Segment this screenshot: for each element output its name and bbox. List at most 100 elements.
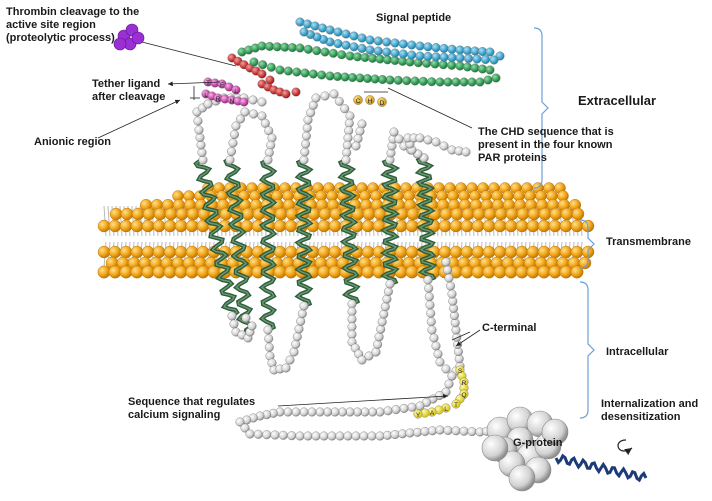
residue: [398, 429, 408, 439]
residue: [418, 76, 428, 86]
lipid-head: [449, 245, 463, 259]
residue: [285, 355, 295, 365]
residue: [310, 21, 320, 31]
residue: [423, 42, 433, 52]
residue: [413, 409, 423, 419]
signal-peptide-green-chain: [237, 41, 501, 87]
lipid-head: [97, 219, 111, 233]
lipid-head: [560, 207, 574, 221]
lipid-head: [559, 245, 573, 259]
residue: [446, 281, 456, 291]
residue: [447, 60, 457, 70]
chd-residue-letter: C: [356, 98, 361, 105]
residue: [398, 49, 408, 59]
residue: [325, 71, 335, 81]
residue: [325, 25, 335, 35]
alpha-helix-highlight: [296, 159, 312, 307]
calcium-residue-letter: T: [454, 402, 458, 409]
lipid-head: [196, 245, 210, 259]
lipid-head: [405, 219, 419, 233]
residue: [407, 50, 417, 60]
residue: [266, 62, 276, 72]
c-terminal-tail: [235, 371, 505, 441]
residue: [247, 321, 257, 331]
transmembrane-helices: [193, 155, 438, 333]
residue: [431, 341, 441, 351]
residue: [355, 73, 365, 83]
residue: [415, 51, 425, 61]
residue: [241, 313, 251, 323]
thrombin-lobe: [113, 37, 127, 51]
residue: [379, 309, 389, 319]
residue: [451, 426, 461, 436]
lipid-head: [153, 207, 167, 221]
lipid-head: [163, 265, 177, 279]
lipid-head: [471, 265, 485, 279]
lipid-head: [108, 265, 122, 279]
residue: [300, 68, 310, 78]
residue: [343, 431, 353, 441]
residue: [315, 407, 325, 417]
residue: [287, 43, 297, 53]
residue: [413, 427, 423, 437]
lipid-head: [141, 219, 155, 233]
alpha-helix-highlight: [260, 159, 276, 331]
tether-residue-letter: T: [206, 80, 210, 87]
residue: [365, 45, 375, 55]
residue: [378, 74, 388, 84]
g-protein-subunit: [508, 464, 536, 492]
chd-sequence-residues: [353, 95, 387, 107]
residue: [426, 317, 436, 327]
lipid-head: [329, 207, 343, 221]
residue: [481, 55, 491, 65]
tether-residue-letter: R: [216, 96, 221, 103]
residue: [383, 55, 393, 65]
residue: [341, 155, 351, 165]
tether-ligand-label: Tether ligand after cleavage: [92, 78, 166, 104]
residue: [447, 371, 457, 381]
lipid-head: [109, 207, 123, 221]
residue: [467, 427, 477, 437]
lipid-head: [328, 265, 342, 279]
lipid-head: [273, 245, 287, 259]
residue: [441, 257, 451, 267]
residue-chains: [192, 17, 505, 441]
internalization-label: Internalization and desensitization: [601, 398, 699, 424]
lipid-head: [548, 245, 562, 259]
residue: [299, 155, 309, 165]
residue: [347, 314, 357, 324]
residue: [377, 97, 387, 107]
residue: [341, 29, 351, 39]
lipid-head: [328, 245, 342, 259]
lipid-head: [274, 207, 288, 221]
residue: [197, 147, 207, 157]
residue: [320, 91, 330, 101]
residue: [383, 430, 393, 440]
lipid-head: [537, 245, 551, 259]
c-terminal-arrow: [455, 329, 481, 347]
lipid-head: [163, 219, 177, 233]
alpha-helix-highlight: [339, 159, 359, 305]
residue: [257, 69, 267, 79]
lipid-head: [548, 265, 562, 279]
residue: [399, 403, 409, 413]
lipid-head: [538, 207, 552, 221]
residue: [368, 53, 378, 63]
chd-residue-letter: D: [380, 100, 385, 107]
residue: [363, 73, 373, 83]
calcium-residue-letter: A: [430, 410, 435, 417]
residue: [377, 317, 387, 327]
lipid-head: [285, 207, 299, 221]
residue: [364, 351, 374, 361]
residue: [383, 406, 393, 416]
extracellular-loop-2: [299, 89, 355, 165]
lipid-head: [175, 207, 189, 221]
residue: [203, 99, 213, 109]
residue: [345, 51, 355, 61]
tether-ligand-residues-lower: [201, 89, 249, 107]
residue: [319, 431, 329, 441]
calcium-residue-letter: L: [444, 406, 448, 413]
residue: [291, 339, 301, 349]
residue: [423, 275, 433, 285]
residue: [291, 407, 301, 417]
